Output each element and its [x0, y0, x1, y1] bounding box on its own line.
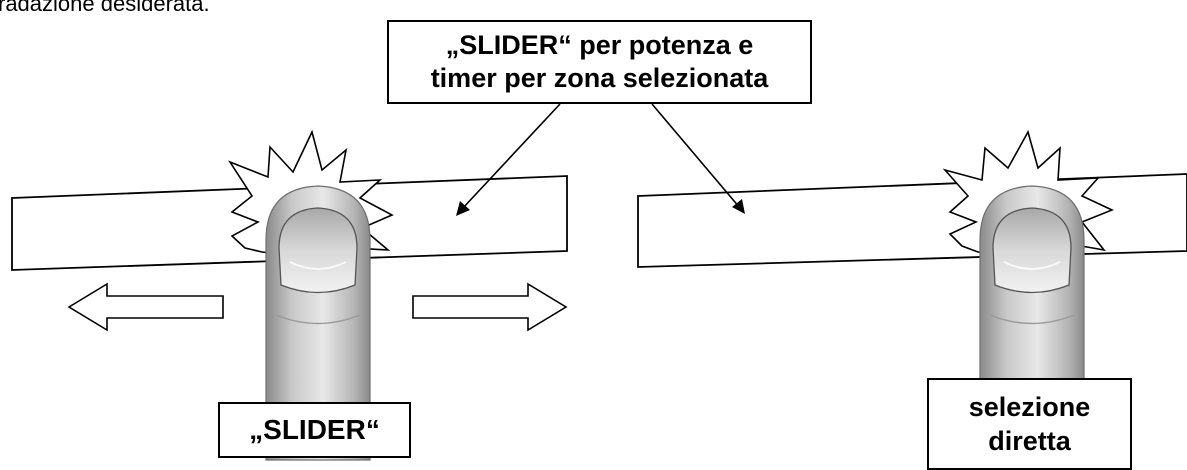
slider-callout-box: „SLIDER“: [218, 402, 411, 458]
intro-text: radazione desiderata.: [0, 0, 210, 16]
callout-pointer-left: [456, 103, 561, 216]
direct-selection-callout-box: selezione diretta: [927, 378, 1132, 470]
finger-icon: [265, 185, 371, 461]
top-callout-line1: „SLIDER“ per potenza e: [445, 30, 754, 60]
top-callout-line2: timer per zona selezionata: [430, 63, 769, 93]
direct-callout-line1: selezione: [968, 392, 1091, 422]
top-callout-box: „SLIDER“ per potenza e timer per zona se…: [387, 20, 812, 104]
left-arrow-icon[interactable]: [67, 282, 224, 332]
right-arrow-icon[interactable]: [412, 282, 568, 332]
right-touch-panel: [637, 173, 1187, 268]
callout-pointer-right: [651, 103, 745, 214]
direct-callout-line2: diretta: [988, 426, 1071, 456]
slider-callout-label: „SLIDER“: [249, 414, 380, 445]
